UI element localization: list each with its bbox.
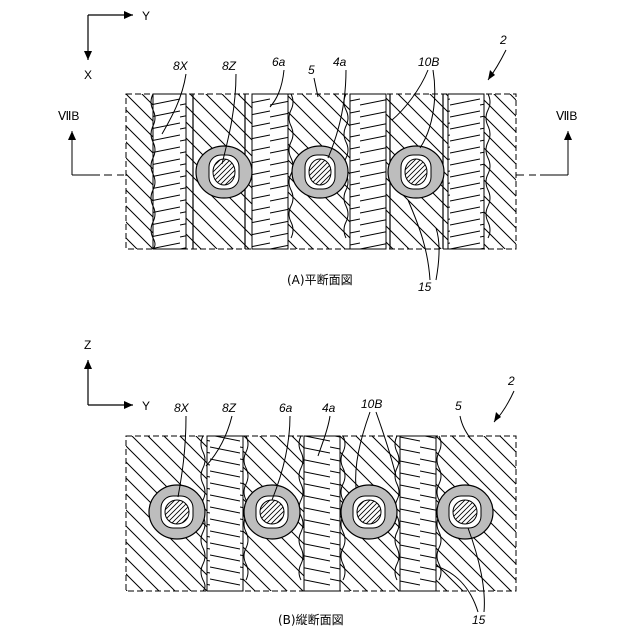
label-5: 5 [308,63,315,77]
conductor [341,485,397,539]
conductors-a [196,146,444,198]
caption-a: (A)平断面図 [287,272,353,287]
ref-2-a: 2 [499,33,507,47]
label-8x-b: 8X [174,401,190,415]
conductor [244,485,300,539]
axis-y-label-b: Y [142,399,150,413]
label-15-b: 15 [472,613,486,627]
label-8x: 8X [173,59,189,73]
axis-y-label: Y [142,9,150,23]
axis-z-label: Z [84,338,91,352]
section-left-label: ⅦB [58,109,79,123]
label-6a: 6a [272,55,286,69]
figure-a: Y X ⅦB ⅦB [58,9,577,294]
ref-2-b: 2 [507,374,515,388]
label-8z-b: 8Z [222,401,237,415]
label-15-a: 15 [418,280,432,294]
conductor [149,485,205,539]
label-10b-b: 10B [361,397,382,411]
axes-a: Y X [84,9,150,82]
label-4a: 4a [333,55,347,69]
conductor [196,146,252,198]
label-10b: 10B [418,55,439,69]
axes-b: Z Y [84,338,150,413]
label-5-b: 5 [455,399,462,413]
label-6a-b: 6a [279,401,293,415]
section-right-label: ⅦB [556,109,577,123]
conductor [388,146,444,198]
caption-b: (B)縦断面図 [278,612,344,627]
figure-b: Z Y [84,338,516,627]
label-4a-b: 4a [322,401,336,415]
axis-x-label: X [84,68,92,82]
label-8z: 8Z [222,59,237,73]
conductor [292,146,348,198]
conductor [437,485,493,539]
